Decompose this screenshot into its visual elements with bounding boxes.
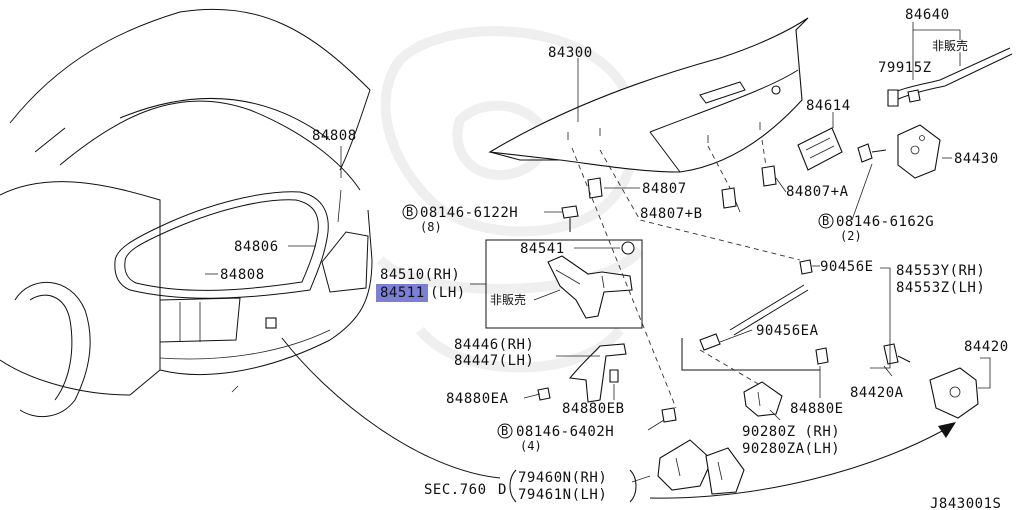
label-84614: 84614	[806, 98, 851, 114]
bumper-84807[interactable]	[587, 177, 603, 199]
label-08146-6122h-qty: (8)	[420, 220, 442, 234]
label-84447: 84447(LH)	[454, 353, 534, 369]
label-90280za: 90280ZA(LH)	[742, 441, 840, 457]
bolt-08146-6402h[interactable]	[661, 407, 677, 423]
label-not-for-sale-mid: 非販売	[490, 292, 526, 307]
highlight-84511	[376, 284, 428, 302]
label-84553y: 84553Y(RH)	[896, 263, 985, 279]
label-90456e: 90456E	[820, 259, 874, 275]
latch-84430[interactable]	[897, 124, 941, 179]
bracket-box-84553	[681, 338, 820, 371]
lock-84420[interactable]	[929, 367, 979, 419]
label-84880eb: 84880EB	[562, 401, 625, 417]
bracket-90280z[interactable]	[743, 381, 783, 417]
label-84541: 84541	[520, 241, 565, 257]
label-79915z: 79915Z	[878, 60, 932, 76]
bolt-08146-6122h[interactable]	[561, 205, 579, 232]
trunk-lid-84300[interactable]	[488, 17, 809, 173]
label-84553z: 84553Z(LH)	[896, 280, 985, 296]
bolt-84880e[interactable]	[815, 347, 829, 365]
bracket-paren	[509, 469, 517, 503]
bolt-84880eb[interactable]	[609, 369, 619, 383]
label-84640: 84640	[905, 7, 950, 23]
bolt-symbol-6162g: B	[822, 214, 829, 228]
clip-84420a[interactable]	[883, 343, 911, 365]
label-84420: 84420	[964, 339, 1009, 355]
label-08146-6162g: 08146-6162G	[836, 214, 934, 230]
label-sec760-d: D	[498, 482, 507, 498]
label-84510: 84510(RH)	[380, 267, 460, 283]
label-84807: 84807	[642, 181, 687, 197]
watermark-emblem	[376, 26, 644, 373]
label-08146-6122h: 08146-6122H	[420, 205, 518, 221]
label-84806: 84806	[234, 239, 279, 255]
clip-79915z[interactable]	[907, 89, 921, 103]
bolt-symbol-icon	[818, 213, 834, 229]
hinge-84446[interactable]	[568, 343, 627, 403]
bolt-symbol-6122h: B	[406, 205, 413, 219]
label-90280z: 90280Z (RH)	[742, 424, 840, 440]
label-84808-mid: 84808	[220, 267, 265, 283]
gas-strut-84553[interactable]	[699, 259, 813, 351]
part-labels: 84300 84640 非販売 79915Z 84614 84430 84808…	[220, 7, 1009, 510]
bolt-symbol-icon	[497, 423, 513, 439]
striker-84614[interactable]	[797, 127, 843, 171]
leader-lines	[205, 22, 991, 483]
label-84420a: 84420A	[850, 385, 904, 401]
bolt-84880ea[interactable]	[537, 387, 551, 401]
label-84446: 84446(RH)	[454, 337, 534, 353]
label-08146-6402h-qty: (4)	[520, 439, 542, 453]
label-84430: 84430	[954, 151, 999, 167]
bolt-symbol-icon	[402, 204, 418, 220]
label-08146-6402h: 08146-6402H	[516, 424, 614, 440]
label-79460n: 79460N(RH)	[518, 470, 607, 486]
label-diagram-code: J843001S	[930, 496, 1001, 510]
label-84880ea: 84880EA	[446, 391, 509, 407]
label-84880e: 84880E	[790, 401, 844, 417]
bumper-84807-b[interactable]	[721, 187, 737, 209]
bracket-paren-close	[629, 469, 637, 503]
label-84808-top: 84808	[312, 128, 357, 144]
label-not-for-sale-top: 非販売	[932, 38, 968, 53]
assembly-lines	[571, 139, 801, 409]
label-08146-6162g-qty: (2)	[840, 229, 862, 243]
label-84300: 84300	[548, 45, 593, 61]
bracket-79460n[interactable]	[657, 439, 745, 495]
label-84807-b: 84807+B	[640, 206, 703, 222]
reference-arrow	[281, 337, 956, 499]
label-84807-a: 84807+A	[786, 184, 849, 200]
label-sec760: SEC.760	[424, 482, 487, 498]
label-90456ea: 90456EA	[756, 323, 819, 339]
label-79461n: 79461N(LH)	[518, 487, 607, 503]
label-84511: 84511	[380, 285, 425, 301]
bolt-symbol-6402h: B	[501, 424, 508, 438]
bolt-08146-6162g[interactable]	[857, 143, 887, 163]
hinge-84510[interactable]	[547, 241, 635, 319]
rod-84640[interactable]	[887, 47, 1013, 107]
car-body-rear	[0, 8, 373, 418]
label-84511-side: (LH)	[430, 285, 466, 301]
bumper-84807-a[interactable]	[761, 165, 777, 187]
